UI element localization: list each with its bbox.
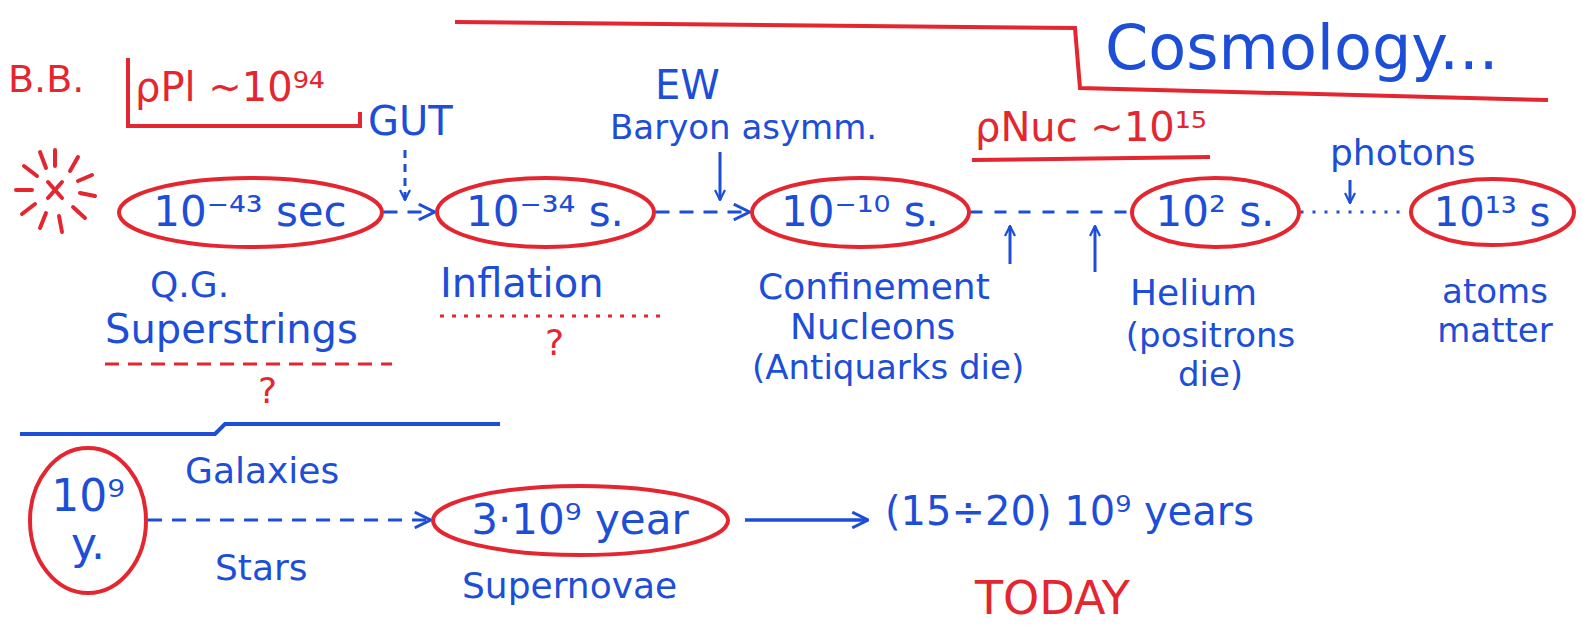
density-bracket	[128, 58, 360, 126]
epoch-label: Superstrings	[105, 306, 358, 352]
time-value: 10⁹ y.	[48, 472, 128, 569]
time-ellipse: 10² s.	[1130, 176, 1301, 249]
density-label: ρPl ~10⁹⁴	[135, 64, 325, 110]
confinement-arrow	[1009, 226, 1012, 264]
ellipse-shape	[1411, 179, 1574, 245]
epoch-label: Inflation	[440, 260, 603, 306]
epoch-label: atoms matter	[1415, 272, 1575, 350]
photons-arrow	[1349, 180, 1352, 203]
epoch-label: Galaxies	[185, 450, 339, 491]
ellipse-shape	[119, 178, 382, 247]
timeline-connector	[971, 211, 1130, 214]
time-ellipse: 10⁻³⁴ s.	[435, 176, 656, 249]
question-underline	[105, 363, 392, 366]
question-mark: ?	[545, 322, 564, 363]
density-label: ρNuc ~10¹⁵	[975, 104, 1207, 150]
epoch-label: Supernovae	[462, 565, 677, 606]
epoch-label: Nucleons	[790, 306, 955, 347]
time-value: 10¹³ s	[1434, 190, 1551, 234]
time-ellipse: 10¹³ s	[1409, 177, 1576, 247]
transition-label: EW	[655, 62, 720, 108]
time-value: 10⁻³⁴ s.	[466, 189, 624, 235]
ellipse-shape	[752, 178, 969, 247]
age-label: (15÷20) 10⁹ years	[885, 488, 1254, 534]
epoch-label: (positrons die)	[1108, 316, 1313, 394]
epoch-label: Q.G.	[150, 264, 229, 305]
transition-label: GUT	[368, 98, 453, 144]
epoch-label: (Antiquarks die)	[752, 348, 1024, 387]
title: Cosmology...	[1105, 12, 1498, 83]
big-bang-burst	[16, 150, 95, 232]
time-ellipse: 3·10⁹ year	[431, 484, 730, 557]
section-line	[20, 424, 500, 434]
timeline-connector	[384, 211, 435, 214]
question-mark: ?	[258, 370, 277, 411]
epoch-label: Stars	[215, 547, 308, 588]
transition-label: photons	[1330, 132, 1475, 173]
epoch-label: Confinement	[758, 266, 990, 307]
timeline-connector	[148, 519, 431, 522]
time-ellipse: 10⁻⁴³ sec	[117, 176, 384, 249]
era-label: B.B.	[8, 58, 84, 102]
ellipse-shape	[433, 486, 728, 555]
time-ellipse: 10⁹ y.	[28, 446, 148, 595]
timeline-connector	[656, 211, 750, 214]
ellipse-shape	[1132, 178, 1299, 247]
gut-arrow	[404, 150, 407, 200]
time-value: 10⁻⁴³ sec	[153, 189, 346, 235]
time-value: 10² s.	[1156, 189, 1275, 235]
density-underline	[972, 157, 1210, 160]
time-value: 10⁻¹⁰ s.	[781, 189, 939, 235]
ellipse-shape	[437, 178, 654, 247]
transition-label: Baryon asymm.	[610, 108, 877, 147]
timeline-connector	[1301, 211, 1409, 214]
time-value: 3·10⁹ year	[471, 497, 688, 543]
today-arrow	[745, 518, 868, 522]
epoch-label: Helium	[1130, 272, 1257, 313]
question-underline	[440, 315, 665, 318]
baryon-arrow	[719, 152, 722, 200]
ellipse-shape	[30, 448, 146, 593]
time-ellipse: 10⁻¹⁰ s.	[750, 176, 971, 249]
today-label: TODAY	[975, 572, 1130, 625]
helium-arrow	[1094, 226, 1097, 272]
